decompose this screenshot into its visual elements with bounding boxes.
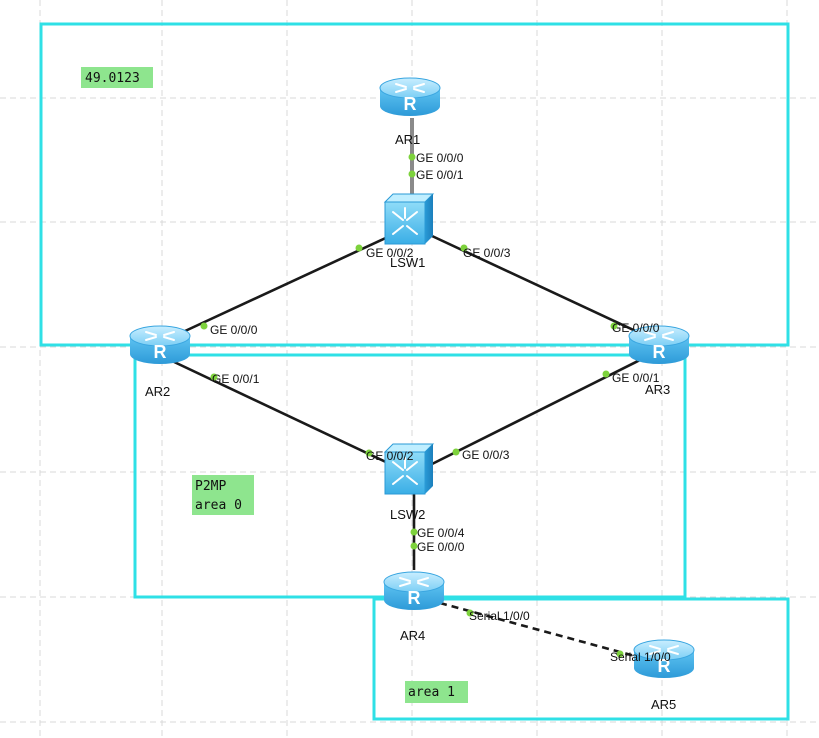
ar2-label: AR2 — [145, 384, 170, 399]
lsw2-label: LSW2 — [390, 507, 425, 522]
ar4-label: AR4 — [400, 628, 425, 643]
area-1-box — [372, 597, 790, 721]
tag-p2mp-text: P2MP — [195, 479, 226, 494]
link-ar4-ar5-serial — [439, 601, 643, 660]
ar2-router-icon[interactable] — [129, 325, 191, 365]
lsw2-ge002-label: GE 0/0/2 — [366, 449, 414, 463]
lsw1-label: LSW1 — [390, 255, 425, 270]
lsw1-switch-icon[interactable] — [384, 193, 434, 245]
ar4-ge000-label: GE 0/0/0 — [417, 540, 465, 554]
tag-area1: area 1 — [405, 681, 468, 703]
port-dots — [200, 153, 624, 658]
link-ar2-lsw2 — [169, 358, 391, 466]
ar5-serial-label: Serial 1/0/0 — [610, 650, 671, 664]
area-49-0123-box — [39, 22, 790, 347]
tag-p2mp-area0: P2MP area 0 — [192, 475, 254, 515]
ar3-ge001-label: GE 0/0/1 — [612, 371, 660, 385]
ar4-router-icon[interactable] — [383, 571, 445, 611]
link-lsw1-ar3 — [431, 234, 641, 335]
tag-area0-text: area 0 — [195, 498, 242, 513]
lsw1-ge003-label: GE 0/0/3 — [463, 246, 511, 260]
tag-area-id: 49.0123 — [81, 67, 153, 88]
ar2-ge000-label: GE 0/0/0 — [210, 323, 258, 337]
ar1-label: AR1 — [395, 132, 420, 147]
tag-area-id-text: 49.0123 — [85, 71, 140, 86]
tag-area1-text: area 1 — [408, 685, 455, 700]
lsw1-ge001-label: GE 0/0/1 — [416, 168, 464, 182]
ar3-label: AR3 — [645, 382, 670, 397]
ar5-label: AR5 — [651, 697, 676, 712]
ar3-ge000-label: GE 0/0/0 — [612, 321, 660, 335]
ar1-router-icon[interactable] — [379, 77, 441, 117]
link-lsw1-ar2 — [169, 234, 391, 340]
ar2-ge001-label: GE 0/0/1 — [212, 372, 260, 386]
ar1-ge000-label: GE 0/0/0 — [416, 151, 464, 165]
lsw2-ge003-label: GE 0/0/3 — [462, 448, 510, 462]
ar4-serial-label: Serial 1/0/0 — [469, 609, 530, 623]
lsw1-ge002-label: GE 0/0/2 — [366, 246, 414, 260]
lsw2-ge004-label: GE 0/0/4 — [417, 526, 465, 540]
